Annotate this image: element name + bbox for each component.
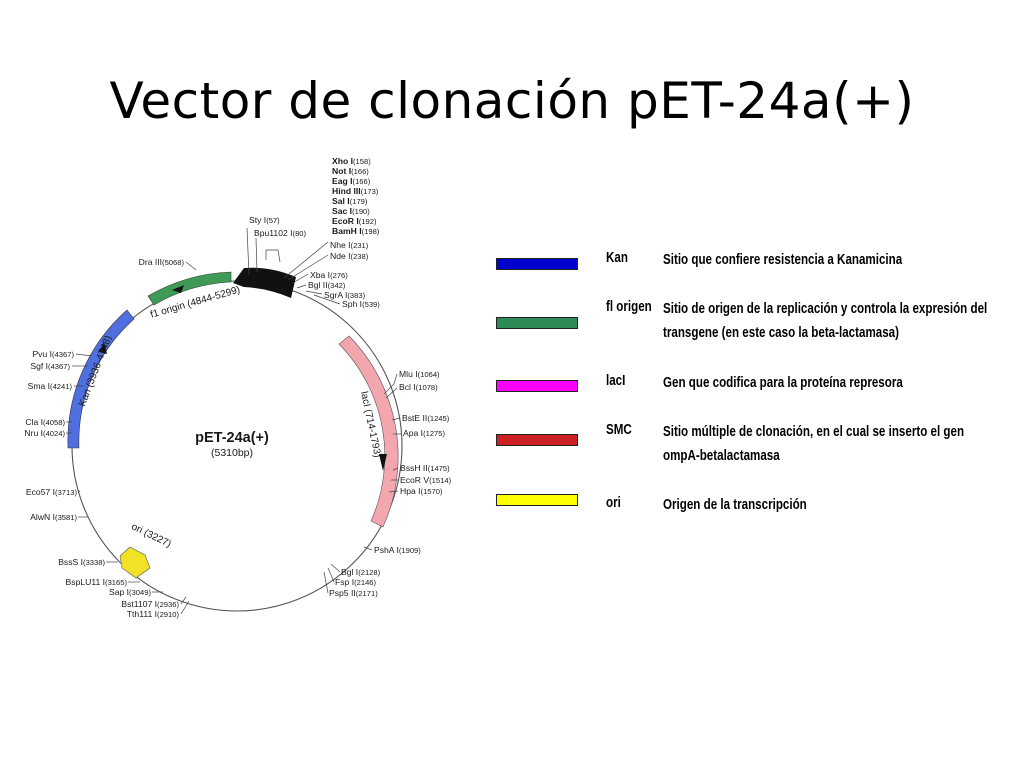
- site-label: Eco57 I(3713): [26, 487, 78, 497]
- legend-key: SMC: [606, 422, 632, 438]
- legend: Kan Sitio que confiere resistencia a Kan…: [496, 248, 1016, 528]
- legend-key: fl origen: [606, 299, 652, 315]
- mcs-site-label: Sal I(179): [332, 196, 368, 206]
- site-label: Sty I(57): [249, 215, 280, 225]
- legend-desc: Origen de la transcripción: [663, 497, 807, 513]
- site-label: AlwN I(3581): [30, 512, 77, 522]
- site-label: Xba I(276): [310, 270, 348, 280]
- plasmid-name: pET-24a(+): [195, 430, 269, 446]
- site-label: PshA I(1909): [374, 545, 421, 555]
- site-label: Mlu I(1064): [399, 369, 440, 379]
- f1-arrow-icon: [172, 285, 184, 293]
- legend-swatch-laci: [496, 380, 578, 392]
- site-label: Bst1107 I(2936): [121, 599, 179, 609]
- plasmid-size: (5310bp): [211, 447, 253, 459]
- site-label: Tth111 I(2910): [127, 609, 180, 619]
- site-label: EcoR V(1514): [400, 475, 452, 485]
- mcs-site-label: Xho I(158): [332, 156, 371, 166]
- site-label: Cla I(4058): [25, 417, 65, 427]
- legend-key: ori: [606, 495, 621, 511]
- site-label: BspLU11 I(3165): [66, 577, 128, 587]
- site-label: Sma I(4241): [28, 381, 73, 391]
- mcs-site-label: EcoR I(192): [332, 216, 377, 226]
- mcs-site-label: Eag I(166): [332, 176, 371, 186]
- site-label: Pvu I(4367): [32, 349, 74, 359]
- site-label: Nru I(4024): [24, 428, 65, 438]
- site-label: Dra III(5068): [139, 257, 185, 267]
- site-ticks: [66, 227, 401, 615]
- f1-origin-feature: [147, 271, 232, 306]
- legend-swatch-f1-origin: [496, 317, 578, 329]
- mcs-site-label: Sac I(190): [332, 206, 370, 216]
- site-label: Nhe I(231): [330, 240, 369, 250]
- legend-swatch-kan: [496, 258, 578, 270]
- legend-desc: Sitio múltiple de clonación, en el cual …: [663, 424, 965, 464]
- restriction-site-labels: Sty I(57) Bpu1102 I(80) Nhe I(231) Nde I…: [24, 215, 451, 619]
- legend-desc: Sitio que confiere resistencia a Kanamic…: [663, 252, 903, 268]
- site-label: Sph I(539): [342, 299, 380, 309]
- legend-swatch-smc: [496, 434, 578, 446]
- slide-title: Vector de clonación pET-24a(+): [109, 72, 915, 130]
- mcs-site-label: Not I(166): [332, 166, 369, 176]
- legend-key: Kan: [606, 250, 628, 266]
- laci-arrow-icon: [379, 454, 387, 471]
- kan-arrow-icon: [99, 342, 107, 354]
- site-label: Bgl I(2128): [341, 567, 381, 577]
- laci-feature: [338, 335, 399, 528]
- site-label: Nde I(238): [330, 251, 369, 261]
- site-label: SgrA I(383): [324, 290, 366, 300]
- site-label: BssH II(1475): [400, 463, 450, 473]
- site-label: Bgl II(342): [308, 280, 346, 290]
- t7-promoter-feature: [233, 267, 296, 298]
- legend-desc: Sitio de origen de la replicación y cont…: [663, 301, 988, 341]
- site-label: Fsp I(2146): [335, 577, 377, 587]
- ori-feature-label: ori (3227): [129, 521, 172, 550]
- ori-feature: [119, 546, 151, 579]
- plasmid-map: Xho I(158) Not I(166) Eag I(166) Hind II…: [24, 156, 451, 619]
- site-label: Hpa I(1570): [400, 486, 443, 496]
- site-label: Sap I(3049): [109, 587, 152, 597]
- legend-swatch-ori: [496, 494, 578, 506]
- mcs-site-label: Hind III(173): [332, 186, 379, 196]
- site-label: Apa I(1275): [403, 428, 446, 438]
- legend-desc: Gen que codifica para la proteína repres…: [663, 375, 903, 391]
- mcs-label-block: Xho I(158) Not I(166) Eag I(166) Hind II…: [332, 156, 380, 236]
- legend-key: lacI: [606, 373, 626, 389]
- site-label: BstE II(1245): [402, 413, 450, 423]
- site-label: Psp5 II(2171): [329, 588, 378, 598]
- site-label: Sgf I(4367): [30, 361, 70, 371]
- kan-feature: [67, 309, 135, 449]
- site-label: BssS I(3338): [58, 557, 105, 567]
- site-label: Bcl I(1078): [399, 382, 438, 392]
- mcs-site-label: BamH I(198): [332, 226, 380, 236]
- site-label: Bpu1102 I(80): [254, 228, 307, 238]
